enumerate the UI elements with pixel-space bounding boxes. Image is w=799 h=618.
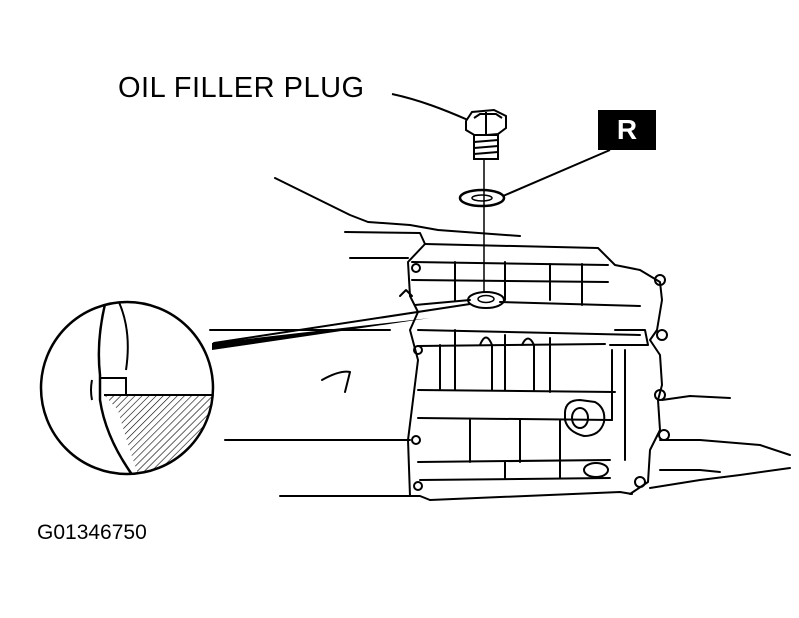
oil-filler-plug <box>465 108 507 160</box>
figure-id-label: G01346750 <box>37 521 147 544</box>
gasket-washer <box>458 188 506 208</box>
oil-level-detail <box>39 300 430 476</box>
replace-badge: R <box>598 110 656 150</box>
transmission-case <box>209 177 791 501</box>
filler-hole <box>467 291 505 309</box>
badge-leader-line <box>502 149 611 197</box>
oil-filler-plug-label: OIL FILLER PLUG <box>118 72 365 104</box>
plug-leader-line <box>391 93 469 121</box>
